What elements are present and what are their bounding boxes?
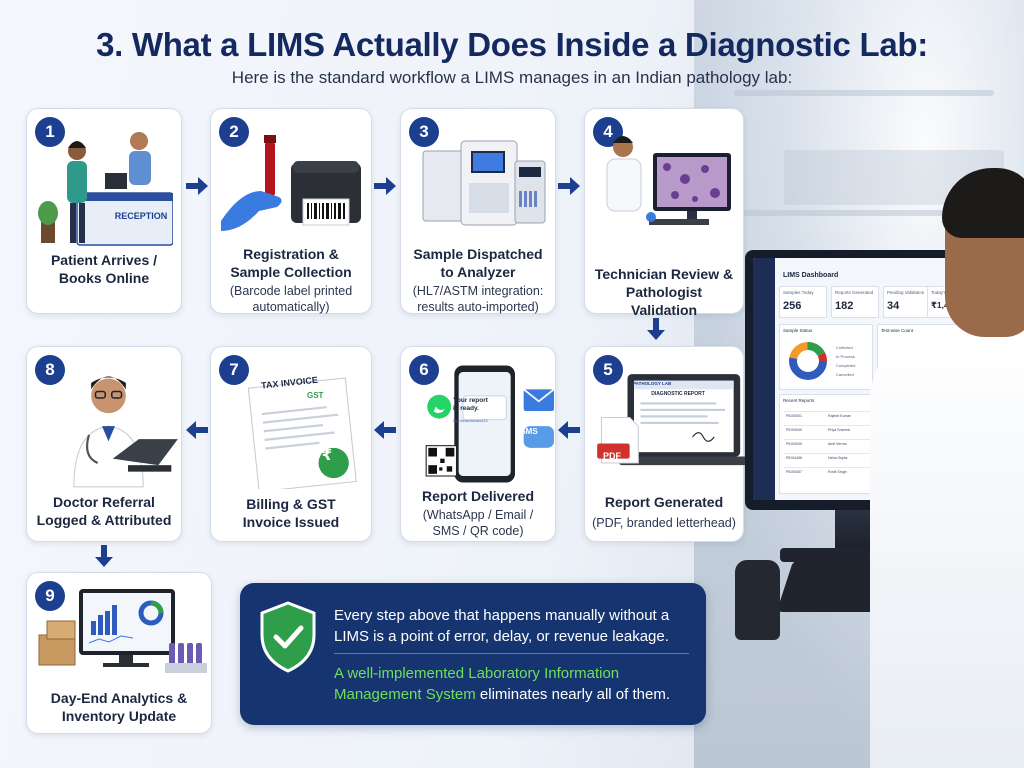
step-card-8: 8 Doctor Referral Logged & Attributed xyxy=(26,346,182,542)
step-title: Billing & GST Invoice Issued xyxy=(242,496,340,530)
kpi-value: 182 xyxy=(835,300,854,312)
step-title: Sample Dispatched to Analyzer xyxy=(413,246,543,280)
legend-item: Completed xyxy=(836,363,856,368)
analyzer-illustration xyxy=(422,140,546,226)
step-card-2: 2 Registration & Sample Collection (Barc… xyxy=(210,108,372,314)
step-title: Day-End Analytics & Inventory Update xyxy=(50,690,188,724)
page-subtitle: Here is the standard workflow a LIMS man… xyxy=(231,68,793,87)
report-doc-header: PATHOLOGY LAB xyxy=(633,381,672,386)
kpi-card: Pending Validation 34 xyxy=(883,286,931,318)
arrow-right-icon xyxy=(558,177,580,195)
step-number-badge: 8 xyxy=(35,355,65,385)
sms-icon: SMS xyxy=(520,427,538,436)
kpi-card: Reports Generated 182 xyxy=(831,286,879,318)
step-number-badge: 9 xyxy=(35,581,65,611)
phone-delivery-illustration xyxy=(425,365,555,483)
step-subtitle: (WhatsApp / Email / SMS / QR code) xyxy=(422,508,534,538)
arrow-left-icon xyxy=(186,421,208,439)
report-doc-title: DIAGNOSTIC REPORT xyxy=(651,391,705,397)
gst-tag: GST xyxy=(307,391,324,400)
table-cell: PID04005 xyxy=(786,442,802,446)
table-cell: Rohit Singh xyxy=(828,470,847,474)
step-number-badge: 6 xyxy=(409,355,439,385)
page-title: 3. What a LIMS Actually Does Inside a Di… xyxy=(96,26,928,63)
summary-divider xyxy=(334,653,689,654)
dashboard-title: LIMS Dashboard xyxy=(783,272,839,279)
dashboard-side-nav xyxy=(753,258,775,500)
table-cell: PID04458 xyxy=(786,456,802,460)
rupee-icon: ₹ xyxy=(321,447,333,464)
step-title: Report Generated xyxy=(604,494,724,510)
kpi-value: 34 xyxy=(887,300,900,312)
doctor-illustration xyxy=(73,376,178,488)
arrow-down-icon xyxy=(95,545,113,567)
step-title: Technician Review & Pathologist Validati… xyxy=(594,266,734,318)
donut-chart xyxy=(789,342,827,380)
summary-rest: eliminates nearly all of them. xyxy=(475,686,670,703)
technician-coat xyxy=(870,330,1024,768)
summary-highlight: A well-implemented Laboratory Informatio… xyxy=(334,665,620,703)
summary-info-box: Every step above that happens manually w… xyxy=(240,583,706,725)
step-card-6: 6 Your report is ready. http://lims.link… xyxy=(400,346,556,542)
table-cell: PID00040 xyxy=(786,428,802,432)
panel-label: Test-wise Count xyxy=(881,328,914,333)
step-card-3: 3 Sample Dispatched to Analyzer (HL7/AST… xyxy=(400,108,556,314)
step-number-badge: 3 xyxy=(409,117,439,147)
technician-microscope-illustration xyxy=(606,136,731,225)
step-subtitle: (HL7/ASTM integration: results auto-impo… xyxy=(412,284,544,314)
step-title: Registration & Sample Collection xyxy=(230,246,352,280)
arrow-right-icon xyxy=(186,177,208,195)
step-number-badge: 2 xyxy=(219,117,249,147)
summary-text-1: Every step above that happens manually w… xyxy=(334,607,670,645)
step-card-5: 5 PDF PATHOLOGY LAB DIAGNOSTIC REPORT Re… xyxy=(584,346,747,542)
step-title: Report Delivered xyxy=(421,488,535,504)
step-subtitle: (Barcode label printed automatically) xyxy=(229,284,353,314)
kpi-label: Samples Today xyxy=(783,290,814,295)
step-card-1: 1 RECEPTION Patient Arrives / Books Onli… xyxy=(26,108,182,314)
step-title: Doctor Referral Logged & Attributed xyxy=(36,494,172,528)
panel-label: Recent Reports xyxy=(783,398,815,403)
invoice-illustration xyxy=(247,377,357,489)
step-card-9: 9 Day-End Analytics & Inventory Update xyxy=(26,572,212,734)
barcode-printer-illustration xyxy=(221,135,361,231)
analytics-inventory-illustration xyxy=(38,589,207,673)
step-subtitle: (PDF, branded letterhead) xyxy=(592,516,736,530)
table-cell: Amit Verma xyxy=(828,442,847,446)
legend-item: Cancelled xyxy=(836,372,854,377)
table-cell: Neha Gupta xyxy=(828,456,848,460)
step-card-4: 4 Technician Review & Pathologist Valida… xyxy=(584,108,744,318)
summary-text-2: A well-implemented Laboratory Informatio… xyxy=(334,663,694,705)
legend-item: Collected xyxy=(836,345,853,350)
arrow-left-icon xyxy=(558,421,580,439)
pdf-icon-label: PDF xyxy=(603,451,621,461)
step-title: Patient Arrives / Books Online xyxy=(50,252,158,286)
reception-sign: RECEPTION xyxy=(114,211,168,221)
sample-status-panel: Sample Status Collected In Process Compl… xyxy=(779,324,873,390)
barcode-scanner xyxy=(735,560,780,640)
phone-link: http://lims.link/abc123 xyxy=(453,419,488,423)
panel-label: Sample Status xyxy=(783,328,813,333)
step-number-badge: 1 xyxy=(35,117,65,147)
arrow-right-icon xyxy=(374,177,396,195)
kpi-label: Pending Validation xyxy=(887,290,925,295)
kpi-value: 256 xyxy=(783,300,802,312)
kpi-card: Samples Today 256 xyxy=(779,286,827,318)
reception-illustration xyxy=(38,132,173,246)
shield-check-icon xyxy=(260,601,316,673)
step-card-7: 7 TAX INVOICE GST ₹ Billing & GST Invoic… xyxy=(210,346,372,542)
table-cell: PID00457 xyxy=(786,470,802,474)
table-cell: Rajesh Kumar xyxy=(828,414,851,418)
step-number-badge: 5 xyxy=(593,355,623,385)
table-cell: Priya Sharma xyxy=(828,428,850,432)
arrow-down-icon xyxy=(647,318,665,340)
step-number-badge: 7 xyxy=(219,355,249,385)
kpi-label: Reports Generated xyxy=(835,290,874,295)
arrow-left-icon xyxy=(374,421,396,439)
table-cell: PID00001 xyxy=(786,414,802,418)
laptop-report-illustration xyxy=(597,374,747,466)
phone-message: Your report is ready. xyxy=(453,397,488,412)
legend-item: In Process xyxy=(836,354,855,359)
